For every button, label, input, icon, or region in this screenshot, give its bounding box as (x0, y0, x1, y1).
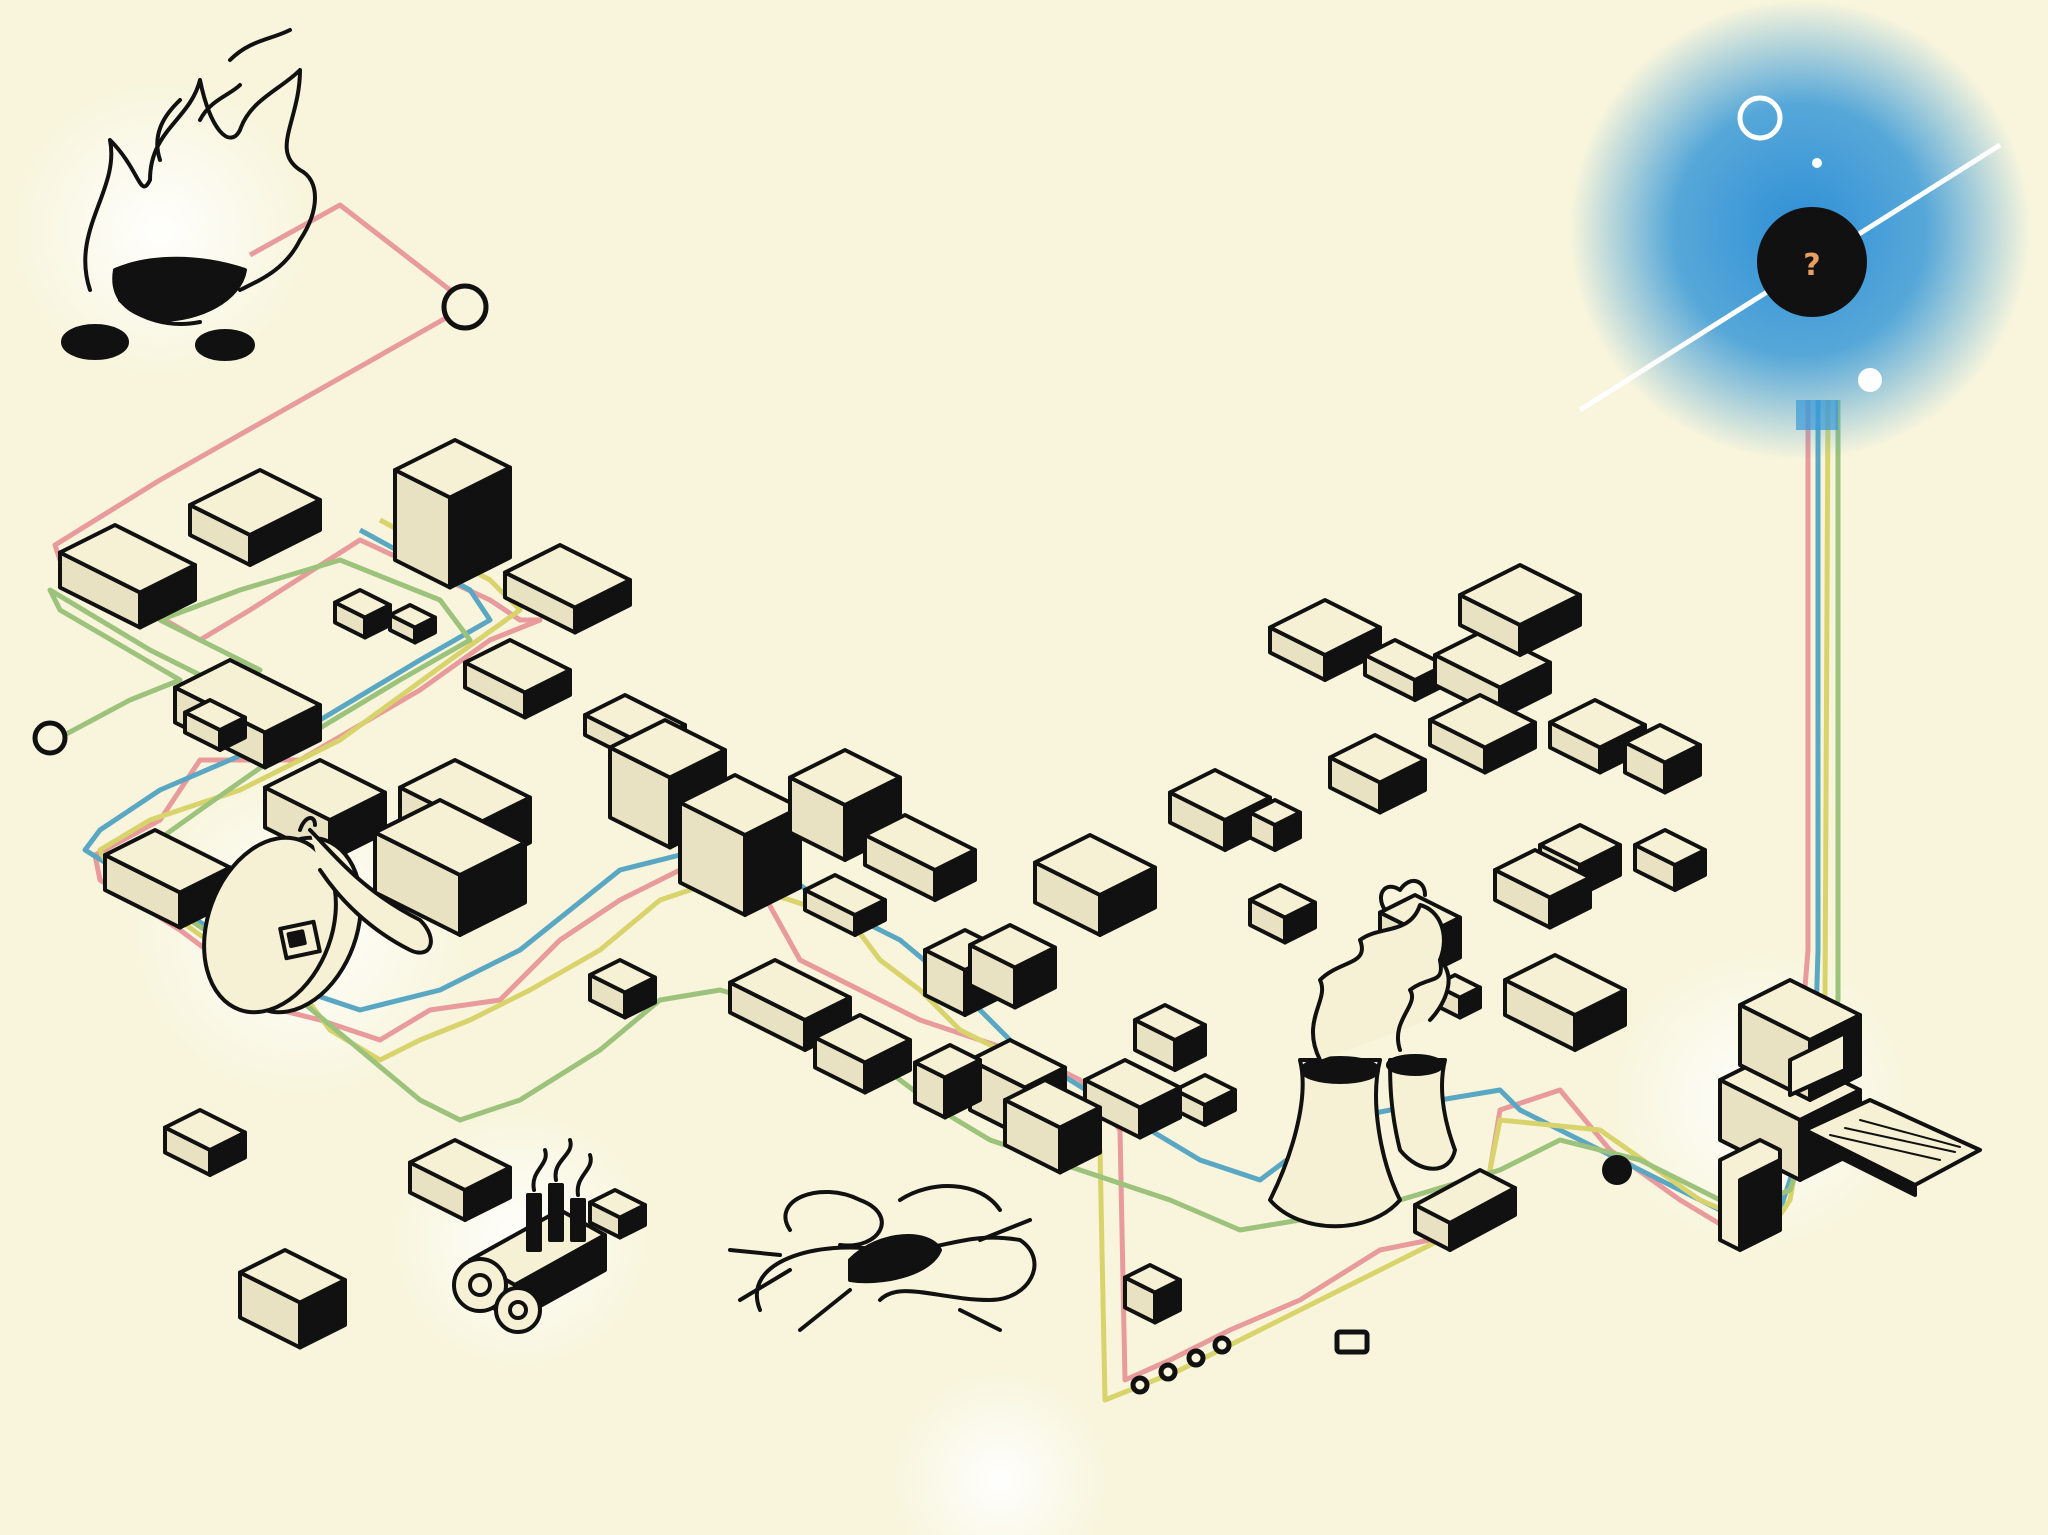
fire-icon (61, 28, 317, 361)
building-top-face (1503, 953, 1627, 1017)
building-top-face (333, 588, 392, 620)
building-top-face (103, 828, 232, 895)
terminal-circle-top (441, 283, 489, 331)
building-top-face (1003, 1078, 1102, 1130)
building-top-face (1538, 823, 1622, 867)
terminal-black-dot (1602, 1155, 1632, 1185)
building-top-face (1428, 693, 1537, 750)
building-top-face (1248, 798, 1302, 827)
terminal-circle-left (32, 720, 68, 756)
building-top-face (393, 438, 512, 500)
building-top-face (968, 923, 1057, 970)
building-top-face (1363, 638, 1447, 682)
building-top-face (408, 1138, 512, 1192)
building-top-face (58, 523, 197, 595)
building-top-face (1133, 1003, 1207, 1042)
building-top-face (678, 773, 802, 837)
building-top-face (503, 543, 632, 610)
building-top-face (913, 1043, 982, 1080)
terminal-small-4 (1212, 1335, 1232, 1355)
building-top-face (968, 1038, 1067, 1090)
building-top-face (163, 1108, 247, 1152)
building-top-face (1493, 848, 1592, 900)
terminal-small-1 (1130, 1375, 1150, 1395)
building-top-face (1268, 598, 1382, 657)
building-top-face (388, 603, 437, 630)
building-top-face (1173, 1073, 1237, 1107)
terminal-small-3 (1186, 1348, 1206, 1368)
terminal-square (1334, 1329, 1370, 1355)
building-top-face (173, 658, 322, 735)
building-top-face (238, 1248, 347, 1305)
terminals (32, 283, 1370, 1395)
building-top-face (1083, 1058, 1182, 1110)
building-top-face (263, 758, 387, 822)
building-top-face (588, 1188, 647, 1220)
cooling-tower-icon (1268, 879, 1517, 1252)
factory-cart-icon (452, 1138, 607, 1334)
building-top-face (608, 718, 727, 780)
building-top-face (188, 468, 322, 537)
building-top-face (463, 638, 572, 695)
computer-icon (1718, 978, 1982, 1252)
building-top-face (813, 1013, 912, 1065)
building-top-face (1123, 1263, 1182, 1295)
building-top-face (1033, 833, 1157, 897)
building-top-face (373, 798, 527, 877)
terminal-small-2 (1158, 1362, 1178, 1382)
building-top-face (1548, 698, 1647, 750)
orb-label: ? (1803, 248, 1820, 283)
building-top-face (1328, 733, 1427, 785)
wire-pink (52, 202, 1811, 1383)
building-top-face (728, 958, 852, 1022)
building-top-face (1633, 828, 1707, 867)
building-top-face (1168, 768, 1272, 822)
city-blocks (58, 438, 1707, 1350)
building-top-face (588, 958, 657, 995)
gear-disc-icon (202, 816, 433, 1015)
tangle-icon (728, 1184, 1037, 1332)
building-top-face (1623, 723, 1702, 765)
black-hole-icon: ? (1570, 0, 2030, 460)
building-top-face (863, 813, 977, 872)
building-top-face (788, 748, 902, 807)
building-top-face (183, 698, 247, 732)
building-top-face (1458, 563, 1582, 627)
building-top-face (1248, 883, 1317, 920)
building-top-face (803, 873, 887, 917)
